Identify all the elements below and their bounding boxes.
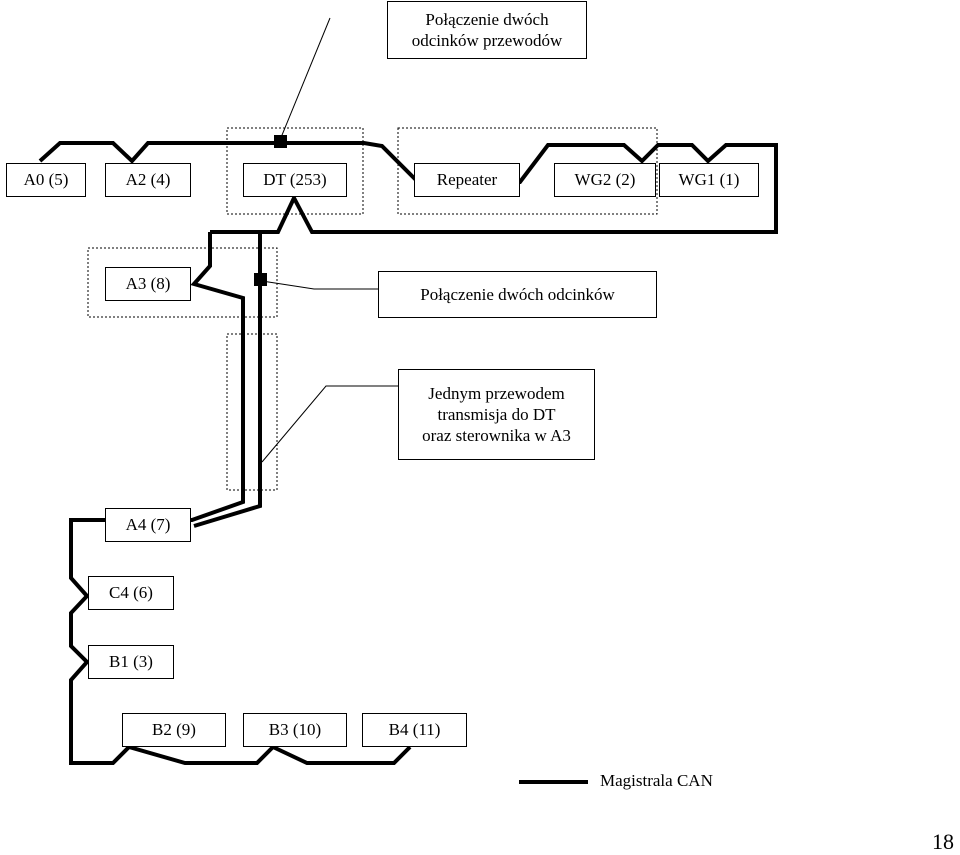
node-wg2: WG2 (2) [554,163,656,197]
mid-note-leader [261,280,378,290]
a3-group-frame [87,247,278,318]
node-a2: A2 (4) [105,163,191,197]
single-wire-frame [226,333,278,491]
page-number: 18 [932,829,954,854]
note-single-wire-text: Jednym przewodem transmisja do DT oraz s… [422,383,571,446]
can-bus-left [69,232,412,765]
legend-label: Magistrala CAN [600,771,713,790]
top-junction-marker [274,135,287,148]
wire-note-leader [261,385,398,463]
node-repeater: Repeater [414,163,520,197]
node-b3: B3 (10) [243,713,347,747]
top-note-leader [279,17,331,141]
node-dt: DT (253) [243,163,347,197]
node-c4: C4 (6) [88,576,174,610]
node-a3: A3 (8) [105,267,191,301]
node-a0: A0 (5) [6,163,86,197]
node-a4: A4 (7) [105,508,191,542]
mid-junction-marker [254,273,267,286]
note-mid-junction: Połączenie dwóch odcinków [378,271,657,318]
can-bus-top [38,141,778,234]
note-top-junction-text: Połączenie dwóch odcinków przewodów [411,9,563,50]
repeater-group-frame [397,127,658,215]
node-b4: B4 (11) [362,713,467,747]
note-single-wire: Jednym przewodem transmisja do DT oraz s… [398,369,595,460]
note-top-junction: Połączenie dwóch odcinków przewodów [387,1,587,59]
note-mid-junction-text: Połączenie dwóch odcinków [420,284,615,304]
node-b1: B1 (3) [88,645,174,679]
node-wg1: WG1 (1) [659,163,759,197]
node-b2: B2 (9) [122,713,226,747]
can-bus-single-wire [193,232,262,528]
dt-group-frame [226,127,364,215]
